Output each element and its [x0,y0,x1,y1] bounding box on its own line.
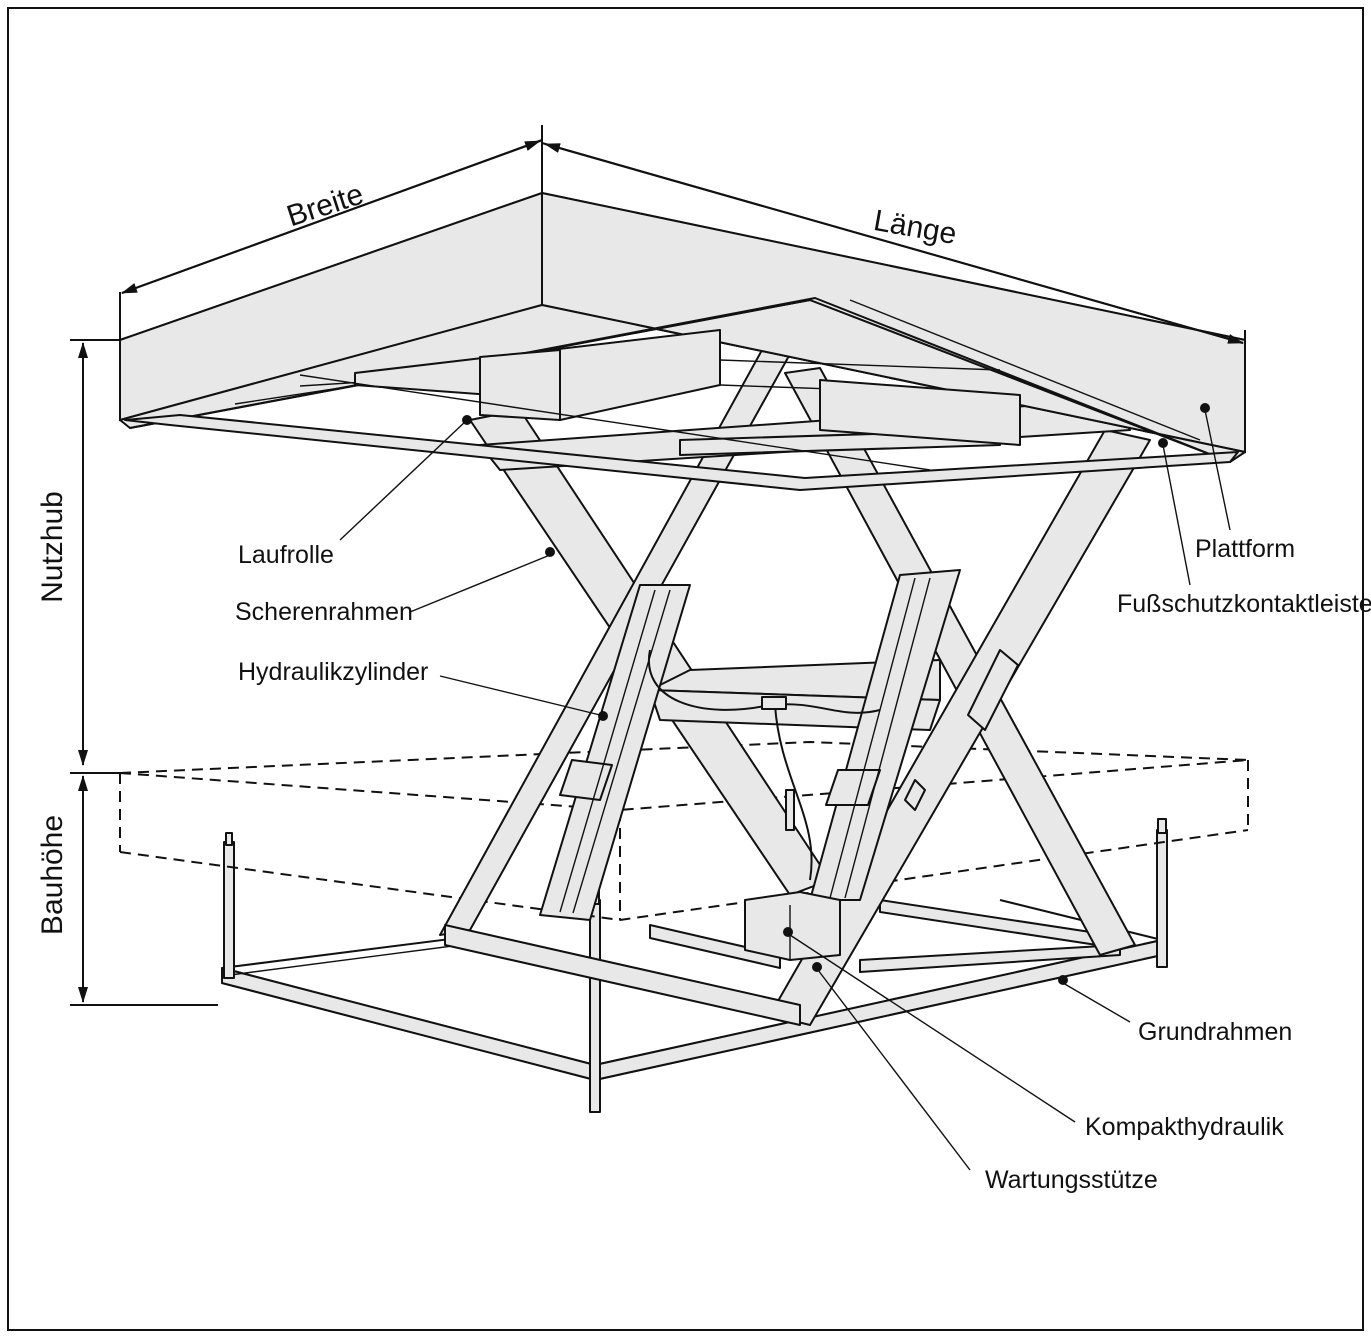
dim-stroke-label: Nutzhub [36,491,69,603]
label-maintenance-support: Wartungsstütze [985,1166,1158,1194]
label-compact-hydraulics: Kompakthydraulik [1085,1113,1284,1141]
page-frame [7,7,1364,1331]
leader-lines [339,403,1231,1171]
base-posts [223,818,1168,1113]
label-base-frame: Grundrahmen [1138,1018,1292,1046]
compact-hydraulics-drawing [744,789,841,961]
label-roller: Laufrolle [238,541,334,569]
base-frame-drawing [221,818,1168,1113]
label-platform: Plattform [1195,535,1295,563]
dimension-lines [70,125,1246,1006]
dim-height-label: Bauhöhe [36,815,69,935]
label-hydraulic-cylinder: Hydraulikzylinder [238,658,428,686]
platform-drawing [119,191,1246,491]
label-scissor-frame: Scherenrahmen [235,598,413,626]
hydraulic-cylinder-drawing [539,569,961,921]
label-toe-guard: Fußschutzkontaktleiste [1117,590,1371,618]
dim-width-label: Breite [283,178,368,234]
dim-length-label: Länge [871,204,959,251]
